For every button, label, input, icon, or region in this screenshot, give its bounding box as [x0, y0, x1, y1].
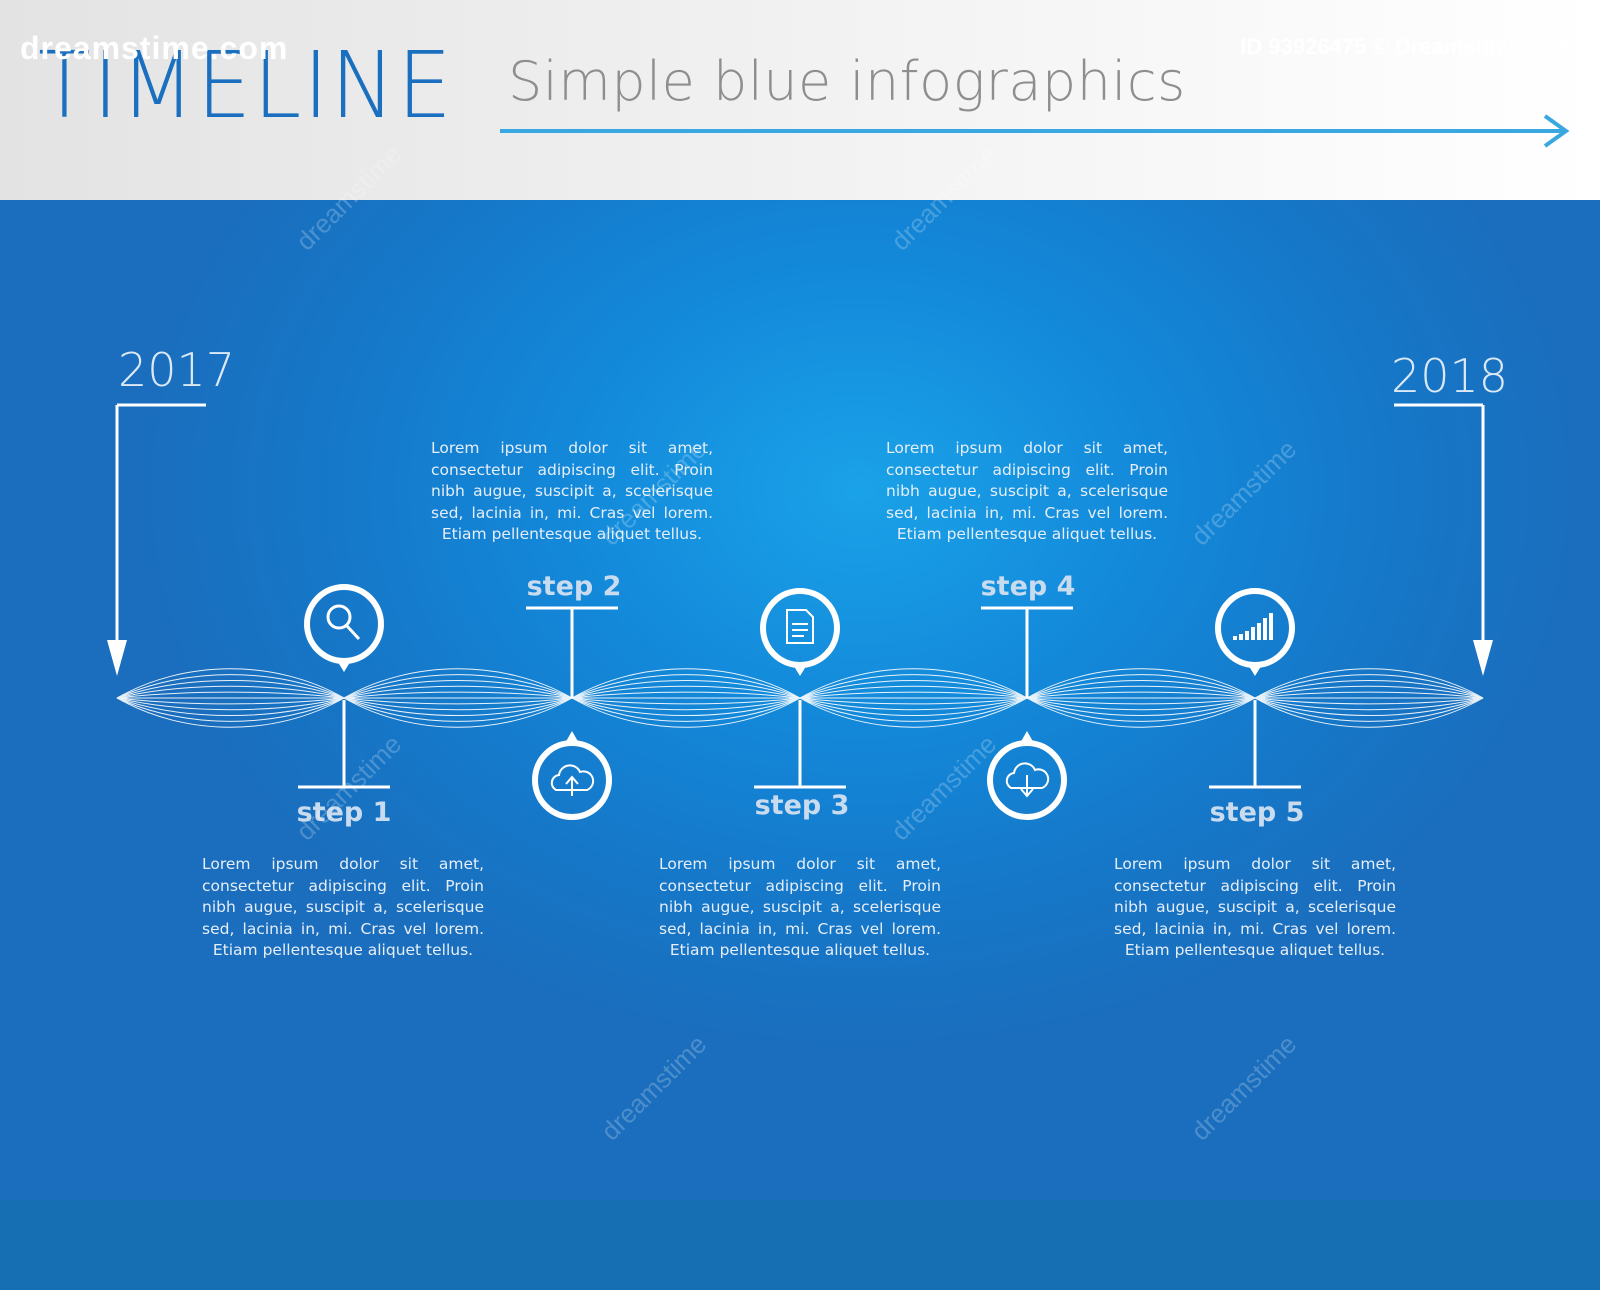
footer-logo: dreamstime.com — [20, 30, 289, 66]
cloud-download-icon — [1005, 762, 1050, 798]
end-arrow — [1394, 403, 1493, 676]
step-2-marker — [526, 606, 618, 820]
cloud-upload-icon — [550, 764, 595, 796]
step-1-label: step 1 — [296, 797, 392, 828]
header-arrow — [500, 114, 1570, 148]
timeline-strand — [116, 668, 1484, 728]
step-4-text: Lorem ipsum dolor sit amet, consectetur … — [886, 439, 1168, 543]
step-4-label: step 4 — [980, 571, 1076, 602]
end-year: 2018 — [1391, 349, 1509, 403]
header-band — [0, 0, 1600, 200]
start-year: 2017 — [118, 343, 236, 397]
step-5-text: Lorem ipsum dolor sit amet, consectetur … — [1114, 855, 1396, 959]
bar-chart-icon — [1233, 613, 1273, 640]
step-2-text: Lorem ipsum dolor sit amet, consectetur … — [431, 439, 713, 543]
page-subtitle: Simple blue infographics — [508, 50, 1186, 113]
step-1-text: Lorem ipsum dolor sit amet, consectetur … — [202, 855, 484, 959]
step-1-marker — [298, 584, 390, 789]
document-icon — [786, 609, 814, 644]
footer-image-id: ID 93926475 © Dreamstime.com — [1240, 34, 1572, 59]
step-5-marker — [1209, 588, 1301, 789]
step-3-text: Lorem ipsum dolor sit amet, consectetur … — [659, 855, 941, 959]
page-title: TIMELINE — [38, 32, 454, 139]
start-arrow — [107, 403, 206, 676]
step-3-marker — [754, 588, 846, 789]
step-2-label: step 2 — [526, 571, 622, 602]
step-5-label: step 5 — [1209, 797, 1305, 828]
footer-bar — [0, 1200, 1600, 1290]
step-4-marker — [981, 606, 1073, 820]
step-3-label: step 3 — [754, 790, 850, 821]
search-icon — [326, 604, 361, 641]
